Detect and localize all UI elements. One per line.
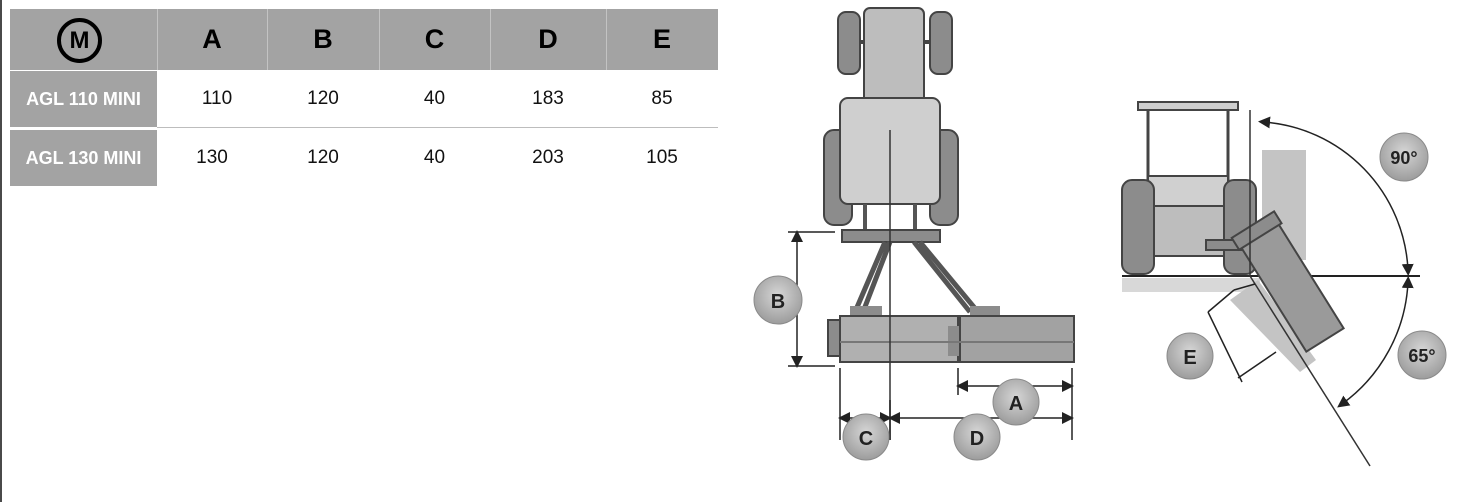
dimension-label-b: B: [771, 291, 785, 313]
header-divider: [490, 9, 491, 70]
angle-badge-65: 65°: [1397, 330, 1447, 380]
table-cell: 110: [201, 88, 233, 109]
dimension-badge-a: A: [992, 378, 1040, 426]
dimension-label-a: A: [1009, 393, 1023, 415]
angle-badge-90: 90°: [1379, 132, 1429, 182]
column-header-b: B: [313, 24, 333, 54]
table-header-row: M A B C D E: [10, 9, 718, 70]
table-cell: 120: [307, 147, 339, 168]
header-divider: [606, 9, 607, 70]
angle-label-90: 90°: [1390, 148, 1417, 168]
angle-arcs: [1207, 116, 1414, 408]
header-divider: [379, 9, 380, 70]
dimension-label-c: C: [859, 428, 873, 450]
dimension-label-d: D: [970, 428, 984, 450]
table-cell: 85: [651, 88, 673, 109]
dimension-badge-b: B: [753, 275, 803, 325]
header-divider: [267, 9, 268, 70]
header-divider: [157, 9, 158, 70]
dimension-badge-d: D: [953, 413, 1001, 461]
column-header-e: E: [652, 24, 671, 54]
column-header-a: A: [202, 24, 222, 54]
dimension-badge-e: E: [1166, 332, 1214, 380]
column-header-d: D: [538, 24, 558, 54]
mower-top-view-icon: [827, 130, 1075, 440]
table-cell: 40: [423, 88, 446, 109]
angle-label-65: 65°: [1408, 346, 1435, 366]
dimension-badge-c: C: [842, 413, 890, 461]
tractor-top-view-icon: [823, 7, 1000, 316]
table-cell: 105: [646, 147, 678, 168]
table-cell: 120: [307, 88, 339, 109]
dimension-label-e: E: [1183, 347, 1196, 369]
row-divider: [157, 127, 718, 128]
row-model-label: AGL 110 MINI: [10, 71, 157, 127]
row-model-label: AGL 130 MINI: [10, 130, 157, 186]
table-cell: 40: [423, 147, 446, 168]
table-cell: 203: [532, 147, 564, 168]
brand-logo-icon: M: [57, 18, 102, 63]
header-logo-cell: M: [10, 9, 157, 70]
table-cell: 183: [532, 88, 564, 109]
page-left-border: [0, 0, 2, 502]
column-header-c: C: [424, 24, 445, 54]
mower-dimension-diagram: B A C D E 90° 65°: [753, 7, 1447, 467]
table-cell: 130: [196, 147, 228, 168]
